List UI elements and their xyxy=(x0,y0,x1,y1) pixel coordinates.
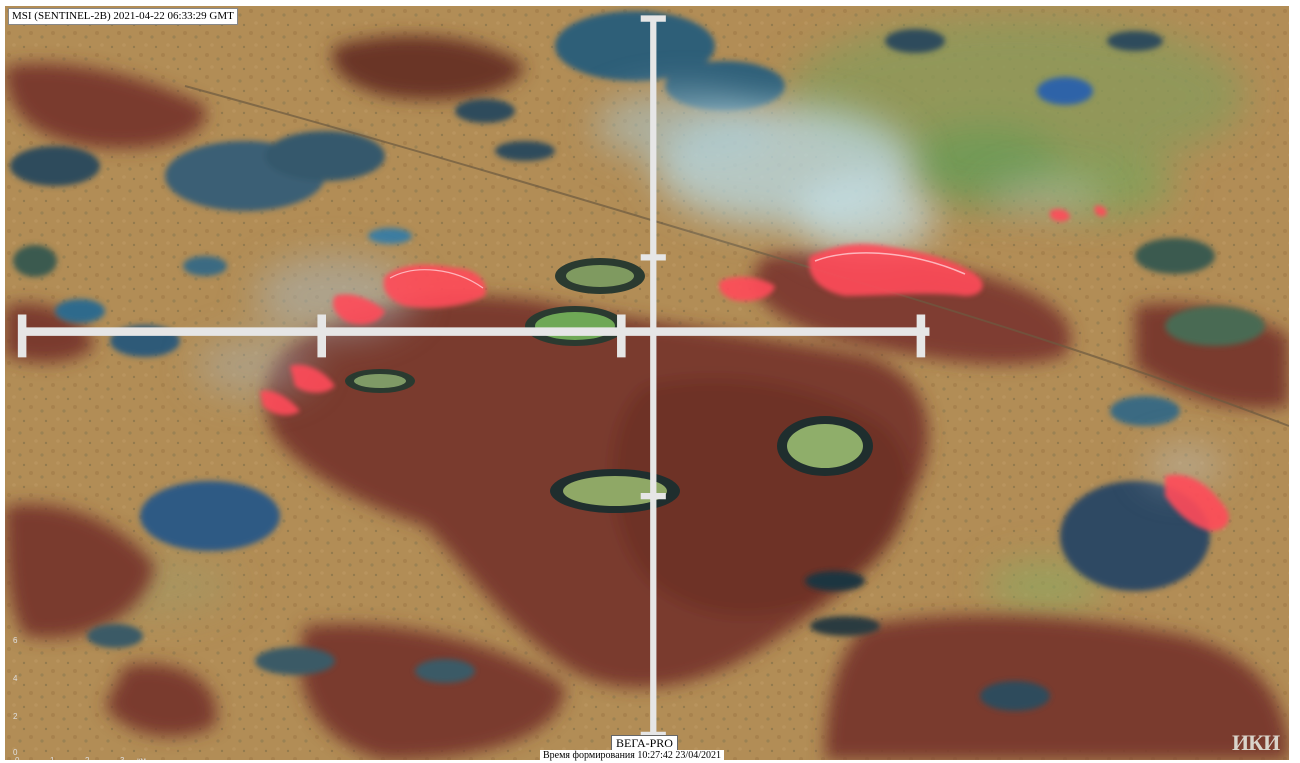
vertical-tick-label: 0 xyxy=(13,748,18,757)
vertical-tick-label: 2 xyxy=(13,712,18,721)
horizontal-scale-labels: 0 1 2 3 км xyxy=(15,756,175,760)
green-lakes xyxy=(345,258,873,513)
vertical-scale-labels: 6 4 2 0 xyxy=(13,636,23,760)
brand-label: ВЕГА-PRO xyxy=(611,735,678,751)
scale-unit: км xyxy=(137,756,146,760)
satellite-imagery xyxy=(5,6,1289,760)
lakes xyxy=(10,11,1265,711)
vertical-tick-label: 6 xyxy=(13,636,18,645)
horizontal-tick-label: 2 xyxy=(85,756,89,760)
horizontal-tick-label: 1 xyxy=(50,756,54,760)
road-line xyxy=(184,85,1289,427)
horizontal-scale-bar xyxy=(17,314,930,358)
generation-timestamp: Время формирования 10:27:42 23/04/2021 xyxy=(540,750,724,762)
satellite-map: 6 4 2 0 0 1 2 3 км xyxy=(5,6,1289,760)
iki-logo: ИКИ xyxy=(1232,730,1280,755)
vertical-scale-bar xyxy=(640,15,666,748)
horizontal-tick-label: 3 xyxy=(120,756,124,760)
vertical-tick-label: 4 xyxy=(13,674,18,683)
satellite-label: MSI (SENTINEL-2B) 2021-04-22 06:33:29 GM… xyxy=(8,8,238,25)
horizontal-tick-label: 0 xyxy=(15,756,19,760)
active-fire-fronts xyxy=(260,205,1229,531)
